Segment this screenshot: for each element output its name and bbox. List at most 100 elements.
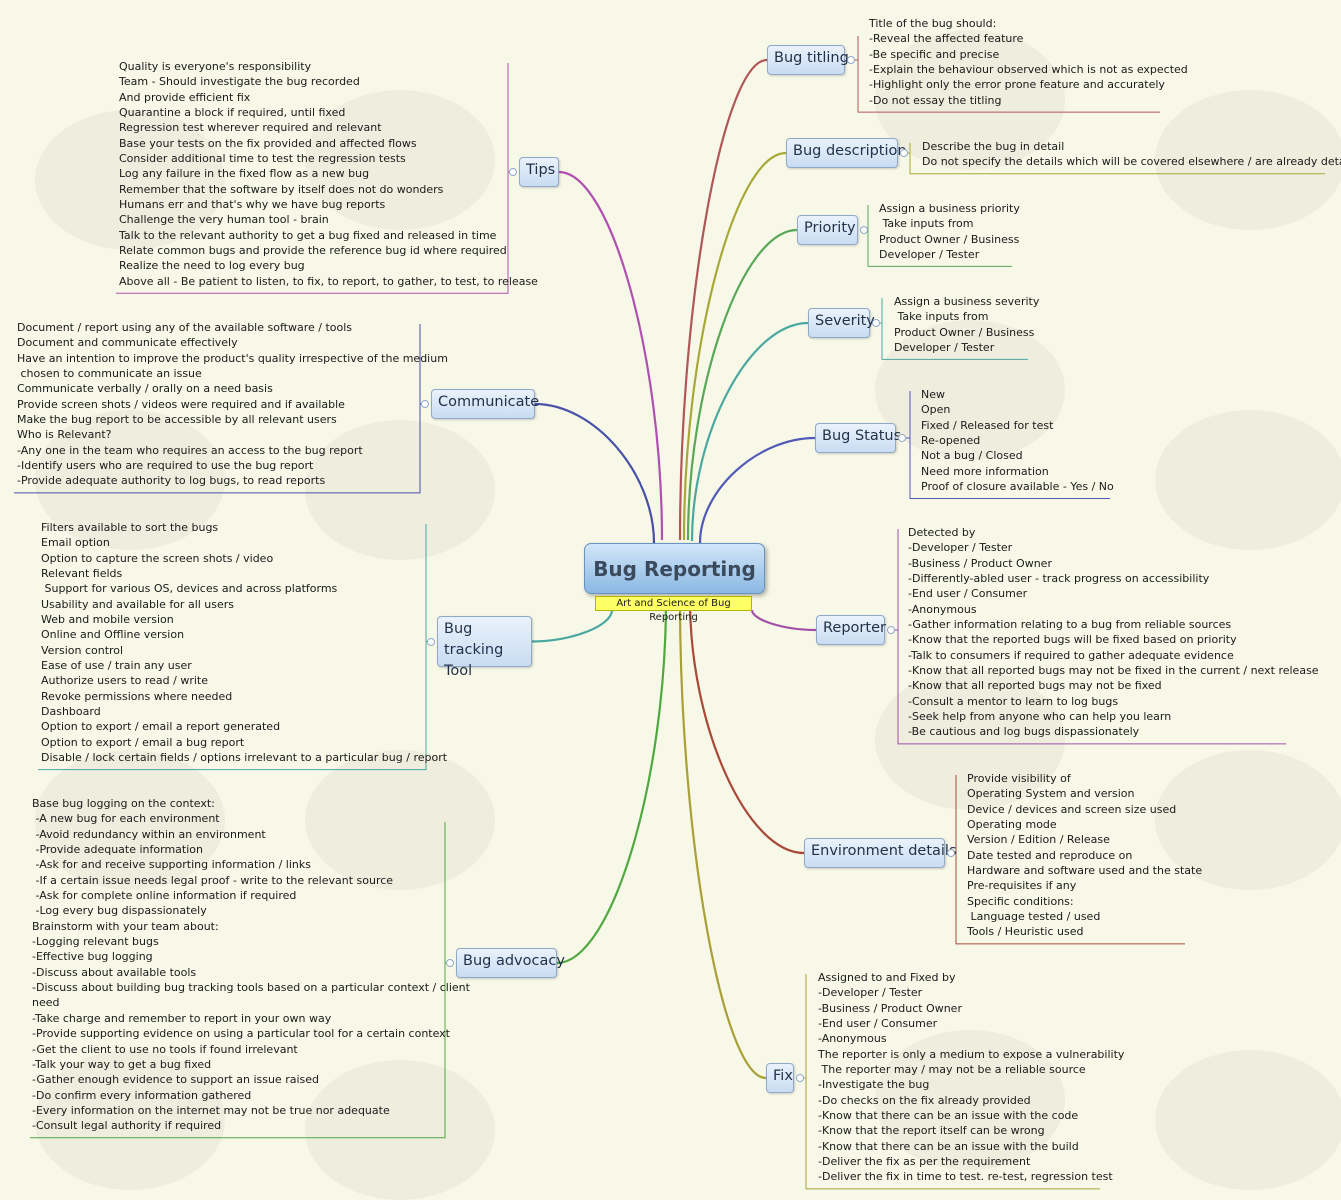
note-line: Regression test wherever required and re…	[119, 121, 382, 135]
note-line: -Deliver the fix in time to test. re-tes…	[818, 1170, 1113, 1184]
priority-notes: Assign a business priority Take inputs f…	[879, 201, 1020, 262]
note-line: -Gather information relating to a bug fr…	[908, 618, 1232, 632]
note-line: Tools / Heuristic used	[967, 925, 1084, 939]
watermark-blob	[1155, 1050, 1341, 1190]
note-line: Consider additional time to test the reg…	[119, 152, 406, 166]
environment-details-connector	[688, 599, 805, 855]
note-line: Humans err and that's why we have bug re…	[119, 198, 386, 212]
topic-label: Fix	[773, 1068, 793, 1084]
note-line: Web and mobile version	[41, 613, 174, 627]
note-line: -Effective bug logging	[32, 950, 153, 964]
topic-bug-tracking-tool[interactable]: Bug tracking Tool	[437, 616, 532, 679]
note-line: Specific conditions:	[967, 894, 1074, 908]
note-line: Base bug logging on the context:	[32, 797, 215, 810]
note-line: Option to capture the screen shots / vid…	[41, 551, 274, 565]
watermark-blob	[305, 420, 495, 560]
topic-environment-details[interactable]: Environment details	[804, 838, 957, 868]
note-line: -Know that all reported bugs may not be …	[908, 664, 1319, 678]
note-line: -Provide supporting evidence on using a …	[32, 1027, 450, 1041]
central-topic-title: Bug Reporting	[593, 557, 756, 581]
topic-communicate[interactable]: Communicate	[431, 389, 539, 419]
topic-reporter[interactable]: Reporter	[816, 615, 886, 645]
bug-status-connector	[698, 436, 816, 544]
note-line: Online and Offline version	[41, 628, 185, 642]
topic-fix[interactable]: Fix	[766, 1063, 794, 1093]
note-line: Developer / Tester	[894, 341, 995, 355]
note-line: Product Owner / Business	[879, 232, 1020, 246]
tips-connector	[558, 170, 664, 541]
note-line: -Know that there can be an issue with th…	[818, 1139, 1079, 1153]
fix-connector	[678, 599, 767, 1080]
note-line: Take inputs from	[894, 310, 989, 324]
topic-bug-description[interactable]: Bug description	[786, 138, 907, 168]
reporter-notes: Detected by-Developer / Tester-Business …	[908, 525, 1319, 740]
note-line: Ease of use / train any user	[41, 659, 192, 673]
note-line: -Gather enough evidence to support an is…	[32, 1073, 319, 1087]
note-line: -Be cautious and log bugs dispassionatel…	[908, 725, 1140, 739]
collapse-toggle-icon[interactable]	[872, 319, 880, 327]
collapse-toggle-icon[interactable]	[796, 1074, 804, 1082]
watermark-blob	[35, 110, 225, 250]
note-line: Version / Edition / Release	[967, 833, 1110, 847]
note-line: -Provide adequate information	[32, 843, 203, 857]
note-line: Language tested / used	[967, 910, 1101, 924]
note-line: The reporter is only a medium to expose …	[818, 1047, 1125, 1061]
note-line: Option to export / email a bug report	[41, 735, 245, 749]
collapse-toggle-icon[interactable]	[947, 849, 955, 857]
note-line: The reporter may / may not be a reliable…	[818, 1063, 1086, 1077]
collapse-toggle-icon[interactable]	[509, 168, 517, 176]
note-line: Realize the need to log every bug	[119, 259, 305, 273]
note-line: Log any failure in the fixed flow as a n…	[119, 167, 370, 181]
central-topic[interactable]: Bug Reporting	[584, 543, 765, 594]
collapse-toggle-icon[interactable]	[887, 626, 895, 634]
note-line: Usability and available for all users	[41, 597, 235, 611]
topic-bug-status[interactable]: Bug Status	[815, 423, 901, 453]
note-line: Need more information	[921, 464, 1049, 478]
note-line: -Deliver the fix as per the requirement	[818, 1155, 1031, 1169]
topic-severity[interactable]: Severity	[808, 308, 875, 338]
note-line: -Any one in the team who requires an acc…	[17, 443, 363, 457]
priority-connector	[686, 228, 798, 541]
note-line: -Investigate the bug	[818, 1078, 930, 1092]
collapse-toggle-icon[interactable]	[427, 637, 435, 646]
note-line: Do not specify the details which will be…	[922, 155, 1341, 169]
watermark-blob	[35, 1050, 225, 1190]
note-line: Date tested and reproduce on	[967, 848, 1133, 862]
topic-label: Reporter	[823, 620, 886, 636]
note-line: Assign a business priority	[879, 202, 1020, 215]
topic-label: Priority	[804, 220, 856, 236]
note-line: -Every information on the internet may n…	[32, 1103, 390, 1117]
collapse-toggle-icon[interactable]	[421, 400, 429, 408]
note-line: Talk to the relevant authority to get a …	[119, 228, 497, 242]
topic-bug-titling[interactable]: Bug titling	[767, 45, 849, 75]
note-line: -Get the client to use no tools if found…	[32, 1042, 298, 1056]
note-line: -Talk your way to get a bug fixed	[32, 1057, 212, 1071]
note-line: Version control	[41, 643, 124, 657]
note-line: Document / report using any of the avail…	[17, 321, 353, 334]
note-line: Relate common bugs and provide the refer…	[119, 244, 507, 258]
collapse-toggle-icon[interactable]	[898, 434, 906, 442]
note-line: -Log every bug dispassionately	[32, 904, 207, 918]
note-line: Have an intention to improve the product…	[17, 351, 448, 365]
note-line: -Know that the report itself can be wron…	[818, 1124, 1045, 1138]
topic-priority[interactable]: Priority	[797, 215, 858, 245]
bug-description-connector	[682, 151, 787, 541]
note-line: Team - Should investigate the bug record…	[119, 75, 360, 89]
collapse-toggle-icon[interactable]	[900, 149, 908, 157]
note-line: -End user / Consumer	[908, 587, 1028, 601]
topic-tips[interactable]: Tips	[519, 157, 559, 187]
note-line: -A new bug for each environment	[32, 812, 220, 826]
severity-connector	[690, 321, 809, 542]
collapse-toggle-icon[interactable]	[860, 226, 868, 234]
note-line: Filters available to sort the bugs	[41, 521, 219, 534]
note-line: Pre-requisites if any	[967, 879, 1077, 893]
topic-bug-advocacy[interactable]: Bug advocacy	[456, 948, 565, 978]
note-line: Quarantine a block if required, until fi…	[119, 106, 346, 120]
note-line: -Reveal the affected feature	[869, 32, 1024, 46]
collapse-toggle-icon[interactable]	[847, 56, 855, 64]
collapse-toggle-icon[interactable]	[446, 959, 454, 967]
communicate-notes: Document / report using any of the avail…	[17, 320, 448, 489]
